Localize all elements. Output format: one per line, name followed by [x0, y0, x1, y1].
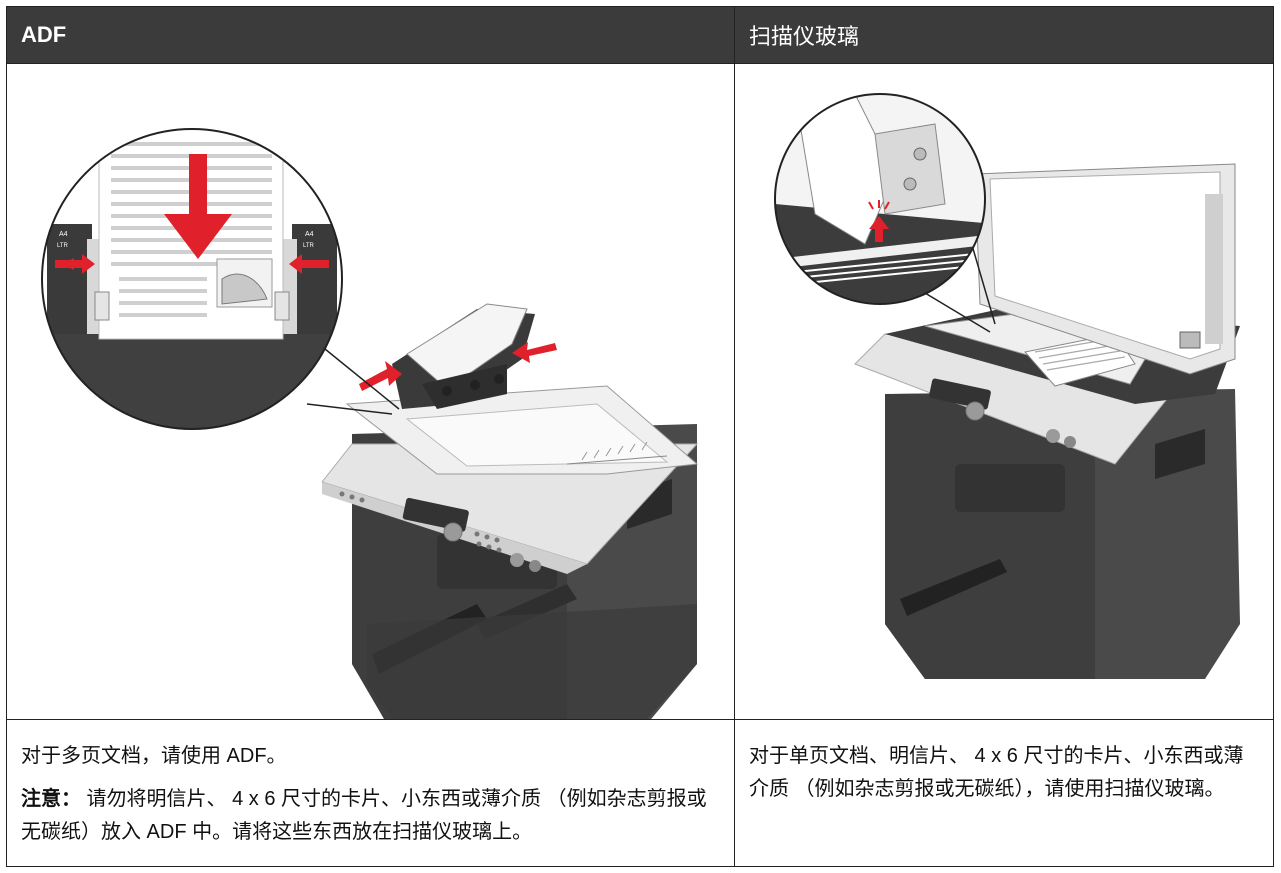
adf-feeder	[392, 303, 535, 409]
adf-header: ADF	[7, 7, 734, 63]
adf-column: ADF	[7, 7, 735, 866]
adf-illustration-cell: A4 LTR A4 LTR	[7, 63, 734, 720]
callout-line	[324, 348, 400, 410]
adf-instruction: 对于多页文档，请使用 ADF。	[21, 745, 287, 767]
scanner-glass-header: 扫描仪玻璃	[735, 7, 1273, 63]
adf-note: 注意： 请勿将明信片、 4 x 6 尺寸的卡片、小东西或薄介质 （例如杂志剪报或…	[21, 783, 720, 849]
zoom-detail	[774, 93, 986, 305]
callout-line	[306, 403, 393, 415]
printer-body	[885, 389, 1240, 679]
scanner-glass-column: 扫描仪玻璃	[735, 7, 1273, 866]
adf-text-cell: 对于多页文档，请使用 ADF。 注意： 请勿将明信片、 4 x 6 尺寸的卡片、…	[7, 720, 734, 866]
tray-label: A4	[305, 231, 314, 238]
scanner-instruction: 对于单页文档、明信片、 4 x 6 尺寸的卡片、小东西或薄介质 （例如杂志剪报或…	[749, 745, 1244, 800]
adf-printer-illustration: A4 LTR A4 LTR	[41, 128, 699, 719]
document-table: ADF	[6, 6, 1274, 867]
scanner-illustration-cell	[735, 63, 1273, 720]
scanner-text-cell: 对于单页文档、明信片、 4 x 6 尺寸的卡片、小东西或薄介质 （例如杂志剪报或…	[735, 720, 1273, 866]
note-label: 注意：	[21, 788, 81, 810]
scanner-lid	[345, 385, 699, 475]
scanner-printer-illustration	[774, 93, 1240, 679]
red-arrow-icon	[869, 216, 889, 242]
note-text: 请勿将明信片、 4 x 6 尺寸的卡片、小东西或薄介质 （例如杂志剪报或无碳纸）…	[21, 788, 707, 843]
tray-label: LTR	[303, 243, 315, 249]
tray-label: A4	[59, 231, 68, 238]
down-arrow-icon	[164, 154, 232, 259]
guide-arrows	[359, 342, 557, 391]
zoom-detail: A4 LTR A4 LTR	[41, 128, 343, 430]
tray-label: LTR	[57, 243, 69, 249]
open-lid	[974, 163, 1236, 375]
